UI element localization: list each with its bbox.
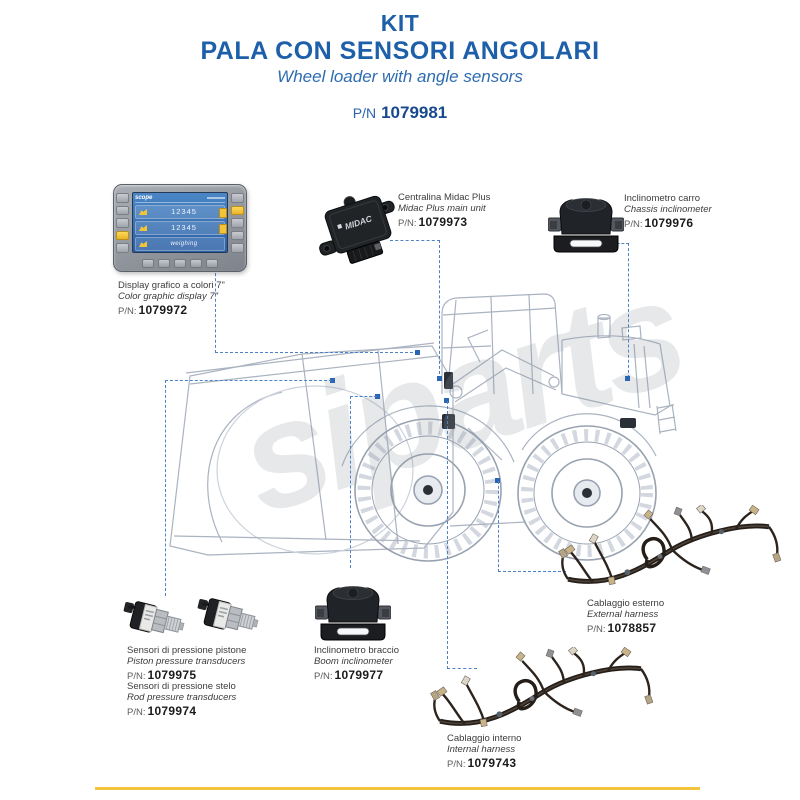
leader-chassis-horizontal [612,243,629,244]
external-harness-name-it: Cablaggio esterno [587,598,665,609]
display-name-it: Display grafico a colori 7" [118,280,225,291]
leader-internal-vertical [447,401,448,669]
leader-boom-vertical [350,396,351,568]
leader-chassis-vertical [628,243,629,378]
leader-chassis-endpoint [625,376,630,381]
screen-row-2: 12345 [135,221,227,235]
leader-pressure-horizontal [165,380,332,381]
external-harness-label: Cablaggio esterno External harness P/N:1… [587,598,665,636]
main-unit-name-it: Centralina Midac Plus [398,192,491,203]
external-harness-pn: P/N:1078857 [587,621,657,635]
piston-transducers-name-en: Piston pressure transducers [127,655,246,667]
piston-transducers-name-it: Sensori di pressione pistone [127,645,247,656]
internal-harness-name-en: Internal harness [447,743,516,755]
bucket-icon [139,209,147,215]
boom-inclinometer-name-en: Boom inclinometer [314,655,393,667]
page-subtitle: Wheel loader with angle sensors [277,67,523,86]
display-pn: P/N:1079972 [118,303,188,317]
wheel-loader-drawing [169,293,677,562]
screen-softkey-2 [219,224,227,234]
internal-harness-image [425,647,653,741]
main-unit-image: MIDAC [319,195,395,264]
screen-header-bar [207,197,225,199]
display-bottom-buttons [142,259,218,268]
chassis-inclinometer-name-it: Inclinometro carro [624,193,701,204]
footer-accent-line [95,787,700,790]
internal-harness-name-it: Cablaggio interno [447,733,522,744]
leader-external-vertical [498,481,499,572]
internal-harness-pn: P/N:1079743 [447,756,517,770]
piston-pressure-transducer-image [118,597,188,642]
rod-transducers-label: Sensori di pressione stelo Rod pressure … [127,681,237,719]
leader-mainunit-vertical [439,240,440,379]
leader-boom-horizontal [350,396,377,397]
leader-internal-horizontal [447,668,477,669]
display-right-buttons [231,193,244,253]
chassis-inclinometer-label: Inclinometro carro Chassis inclinometer … [624,193,712,231]
screen-value-1: 12345 [171,207,197,216]
display-label: Display grafico a colori 7" Color graphi… [118,280,225,318]
screen-row-1: 12345 [135,205,227,219]
main-unit-name-en: Midac Plus main unit [398,202,486,214]
internal-harness-label: Cablaggio interno Internal harness P/N:1… [447,733,522,771]
boom-inclinometer-image [315,586,391,641]
boom-inclinometer-name-it: Inclinometro braccio [314,645,400,656]
rod-transducers-name-it: Sensori di pressione stelo [127,681,236,692]
kit-heading: KIT [380,10,420,36]
chassis-inclinometer-pn: P/N:1079976 [624,216,694,230]
display-unit-image: scope 12345 12345 weighing [113,184,247,272]
leader-mainunit-endpoint [437,376,442,381]
piston-transducers-label: Sensori di pressione pistone Piston pres… [127,645,247,683]
boom-inclinometer-pn: P/N:1079977 [314,668,384,682]
leader-display-horizontal [215,352,418,353]
kit-pn-prefix: P/N [352,105,377,121]
screen-value-2: 12345 [171,223,197,232]
screen-row-3: weighing [135,237,225,251]
rod-transducers-pn: P/N:1079974 [127,704,197,718]
chassis-inclinometer-name-en: Chassis inclinometer [624,203,712,215]
leader-external-endpoint [495,478,500,483]
display-left-buttons [116,193,129,253]
external-harness-image [553,505,781,599]
leader-mainunit-horizontal [390,240,440,241]
piston-transducers-pn: P/N:1079975 [127,668,197,682]
page-title: PALA CON SENSORI ANGOLARI [200,37,600,65]
bucket-icon [139,225,147,231]
screen-logo: scope [135,195,153,201]
display-screen: scope 12345 12345 weighing [132,192,228,253]
leader-external-horizontal [498,571,566,572]
leader-internal-endpoint [444,398,449,403]
main-unit-label: Centralina Midac Plus Midac Plus main un… [398,192,491,230]
rod-transducers-name-en: Rod pressure transducers [127,691,237,703]
leader-display-vertical [215,268,216,353]
chassis-inclinometer-image [548,198,624,253]
rod-pressure-transducer-image [192,594,262,639]
leader-display-endpoint [415,350,420,355]
screen-softkey-1 [219,208,227,218]
external-harness-name-en: External harness [587,608,659,620]
leader-pressure-endpoint [330,378,335,383]
bucket-icon [139,241,147,247]
kit-pn-value: 1079981 [381,103,448,122]
leader-boom-endpoint [375,394,380,399]
boom-inclinometer-label: Inclinometro braccio Boom inclinometer P… [314,645,400,683]
page-header: KIT PALA CON SENSORI ANGOLARI Wheel load… [0,10,800,123]
display-name-en: Color graphic display 7" [118,290,219,302]
main-unit-pn: P/N:1079973 [398,215,468,229]
leader-pressure-vertical [165,380,166,596]
screen-value-3: weighing [170,241,198,247]
